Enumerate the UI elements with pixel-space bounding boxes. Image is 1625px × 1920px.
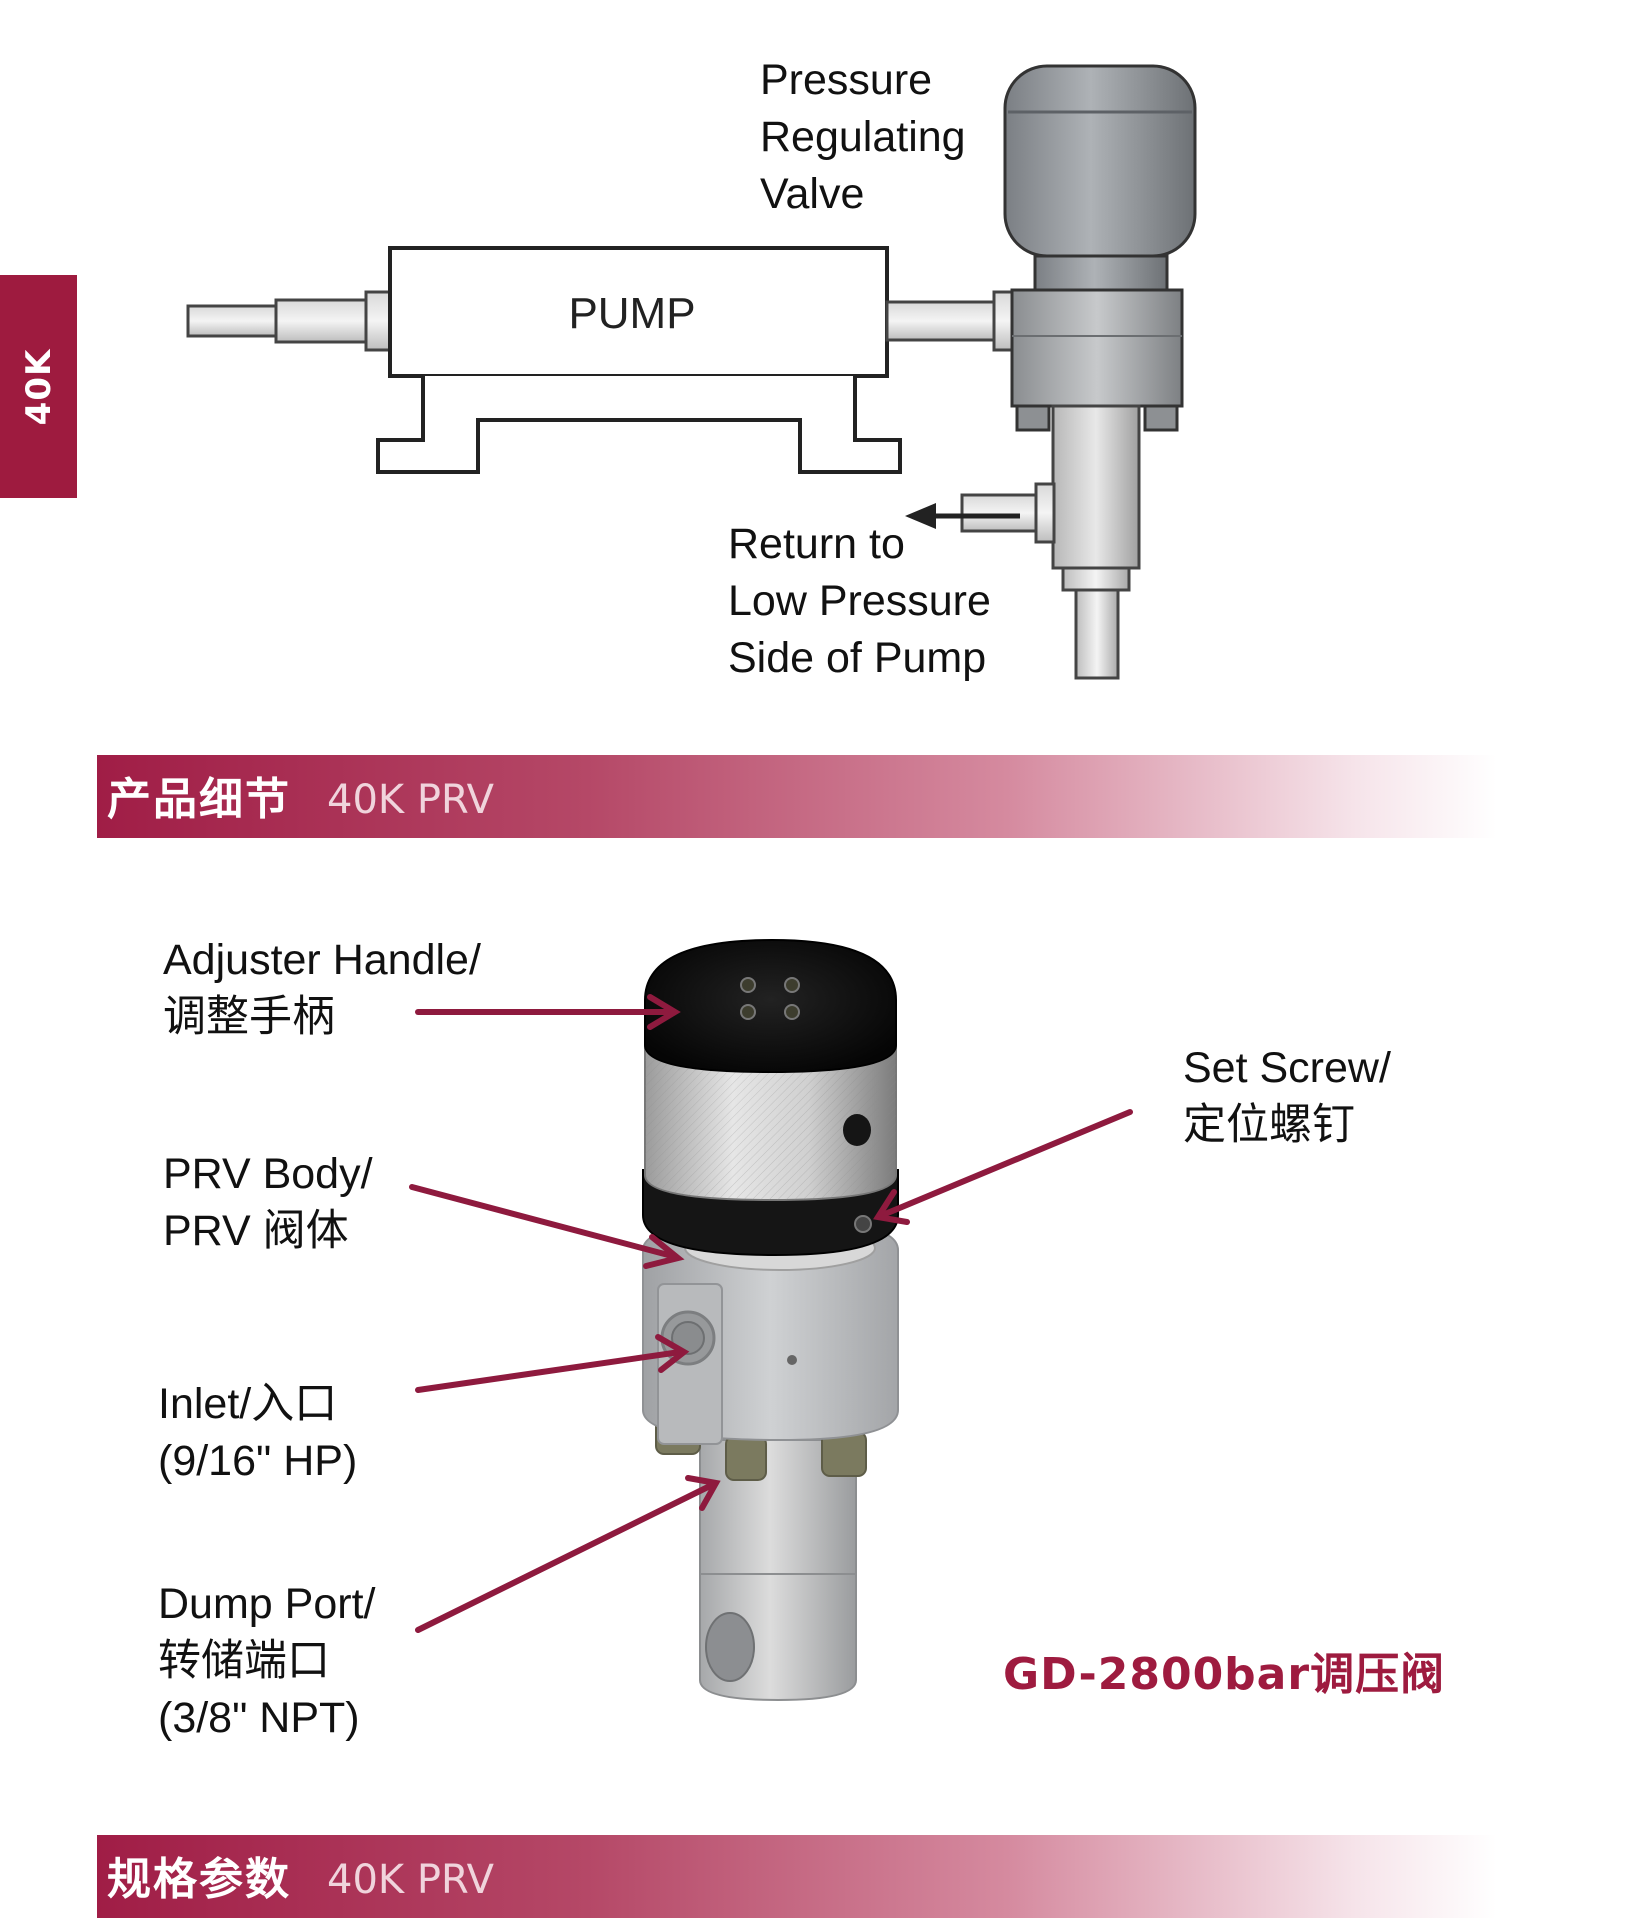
- return-nut: [1034, 482, 1056, 544]
- label-body: PRV Body/ PRV 阀体: [163, 1150, 373, 1255]
- return-label: Return to Low Pressure Side of Pump: [728, 520, 991, 682]
- arrow-inlet: [415, 1349, 683, 1393]
- arrow-body-head: [643, 1234, 685, 1269]
- product-bolt-2: [725, 1435, 767, 1481]
- cap-screw-3: [740, 1004, 756, 1020]
- section-header-details: 产品细节 40K PRV: [97, 755, 1497, 838]
- valve-label: Pressure Regulating Valve: [760, 56, 966, 218]
- arrow-set-screw-head: [873, 1189, 910, 1225]
- pump-stand: [376, 376, 902, 474]
- valve-lower-body: [1051, 404, 1141, 570]
- inlet-fitting: [274, 298, 370, 344]
- section-header-specs: 规格参数 40K PRV: [97, 1835, 1497, 1918]
- label-set-screw: Set Screw/ 定位螺钉: [1183, 1044, 1391, 1149]
- pump-label: PUMP: [568, 289, 695, 338]
- set-screw: [854, 1215, 872, 1233]
- bottom-fitting: [1061, 566, 1131, 592]
- body-pin: [787, 1355, 797, 1365]
- outlet-pipe: [885, 300, 999, 342]
- arrow-body: [409, 1184, 675, 1259]
- inlet-nut: [364, 290, 394, 352]
- dump-port-hole: [705, 1612, 755, 1682]
- arrow-set-screw: [882, 1109, 1133, 1217]
- side-tab: 40K: [0, 275, 77, 498]
- handle-knurl: [645, 1040, 896, 1200]
- return-arrow-head: [905, 503, 936, 529]
- section-title-en: 40K PRV: [327, 1857, 494, 1903]
- arrow-adjuster-head: [647, 994, 681, 1030]
- valve-body: [1010, 288, 1184, 408]
- label-inlet: Inlet/入口 (9/16" HP): [158, 1380, 358, 1485]
- valve-bolt-1: [1015, 404, 1051, 432]
- outlet-nut: [992, 290, 1014, 352]
- inlet-pipe: [186, 304, 280, 338]
- bottom-pipe: [1074, 588, 1120, 680]
- valve-bolt-3: [1143, 404, 1179, 432]
- arrow-dump-head: [685, 1475, 721, 1511]
- cap-screw-2: [784, 977, 800, 993]
- cap-screw-4: [784, 1004, 800, 1020]
- valve-neck: [1033, 254, 1169, 294]
- cap-screw-1: [740, 977, 756, 993]
- label-adjuster: Adjuster Handle/ 调整手柄: [163, 936, 481, 1041]
- inlet-thread: [671, 1321, 705, 1355]
- valve-cap: [1003, 64, 1197, 258]
- arrow-inlet-head: [655, 1334, 690, 1373]
- section-title-zh: 产品细节: [107, 774, 291, 825]
- label-dump: Dump Port/ 转储端口 (3/8" NPT): [158, 1580, 376, 1742]
- section-title-zh: 规格参数: [107, 1854, 291, 1905]
- product-cap: [644, 938, 897, 1074]
- model-name: GD-2800bar调压阀: [1003, 1649, 1446, 1700]
- arrow-dump: [415, 1482, 715, 1633]
- handle-hole: [843, 1114, 871, 1146]
- section-title-en: 40K PRV: [327, 777, 494, 823]
